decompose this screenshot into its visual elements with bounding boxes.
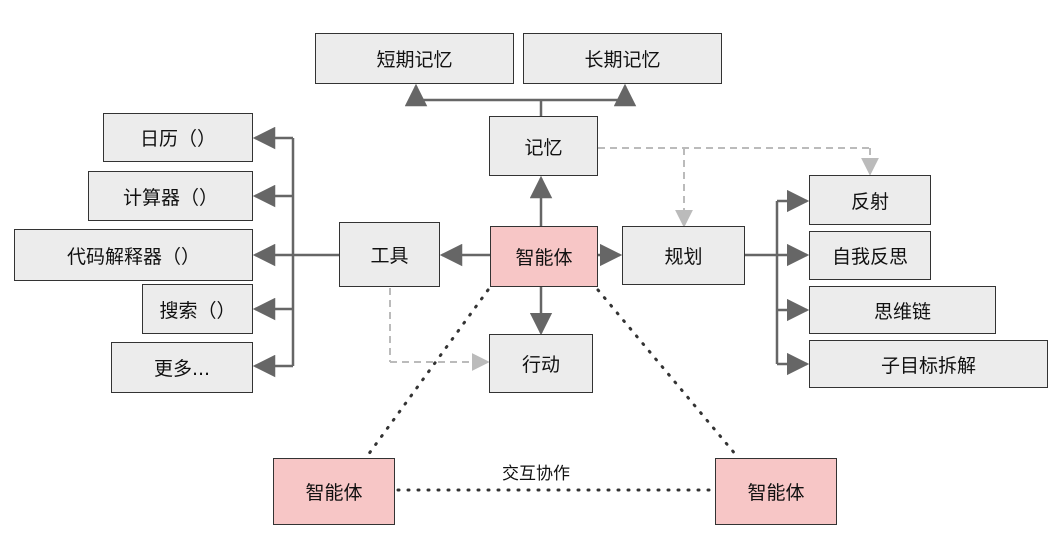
edge-collaboration-dotted: [366, 288, 738, 492]
collaboration-label: 交互协作: [502, 464, 570, 484]
planning-node: 规划: [622, 226, 745, 285]
edge-tools-to-items: [252, 126, 339, 378]
tools-node: 工具: [339, 222, 440, 287]
code-interpreter-tool-node: 代码解释器（）: [14, 229, 253, 281]
edge-memory-to-memory-types: [404, 83, 637, 116]
more-tools-node: 更多...: [111, 342, 253, 393]
agent-left-node: 智能体: [273, 458, 395, 525]
edge-tools-to-action-dashed: [389, 288, 490, 371]
search-tool-node: 搜索（）: [142, 284, 253, 334]
subgoal-decomposition-node: 子目标拆解: [809, 340, 1048, 388]
self-critics-node: 自我反思: [809, 231, 931, 280]
agent-right-node: 智能体: [715, 458, 837, 525]
short-term-memory-node: 短期记忆: [315, 33, 514, 84]
calendar-tool-node: 日历（）: [103, 113, 253, 162]
edge-planning-to-items: [745, 189, 810, 376]
memory-node: 记忆: [489, 116, 598, 176]
long-term-memory-node: 长期记忆: [523, 33, 722, 84]
calculator-tool-node: 计算器（）: [88, 171, 253, 221]
reflection-node: 反射: [809, 175, 931, 225]
action-node: 行动: [489, 334, 593, 393]
chain-of-thought-node: 思维链: [809, 286, 996, 334]
agent-center-node: 智能体: [490, 226, 598, 287]
edge-memory-to-planning-dashed: [598, 147, 879, 228]
